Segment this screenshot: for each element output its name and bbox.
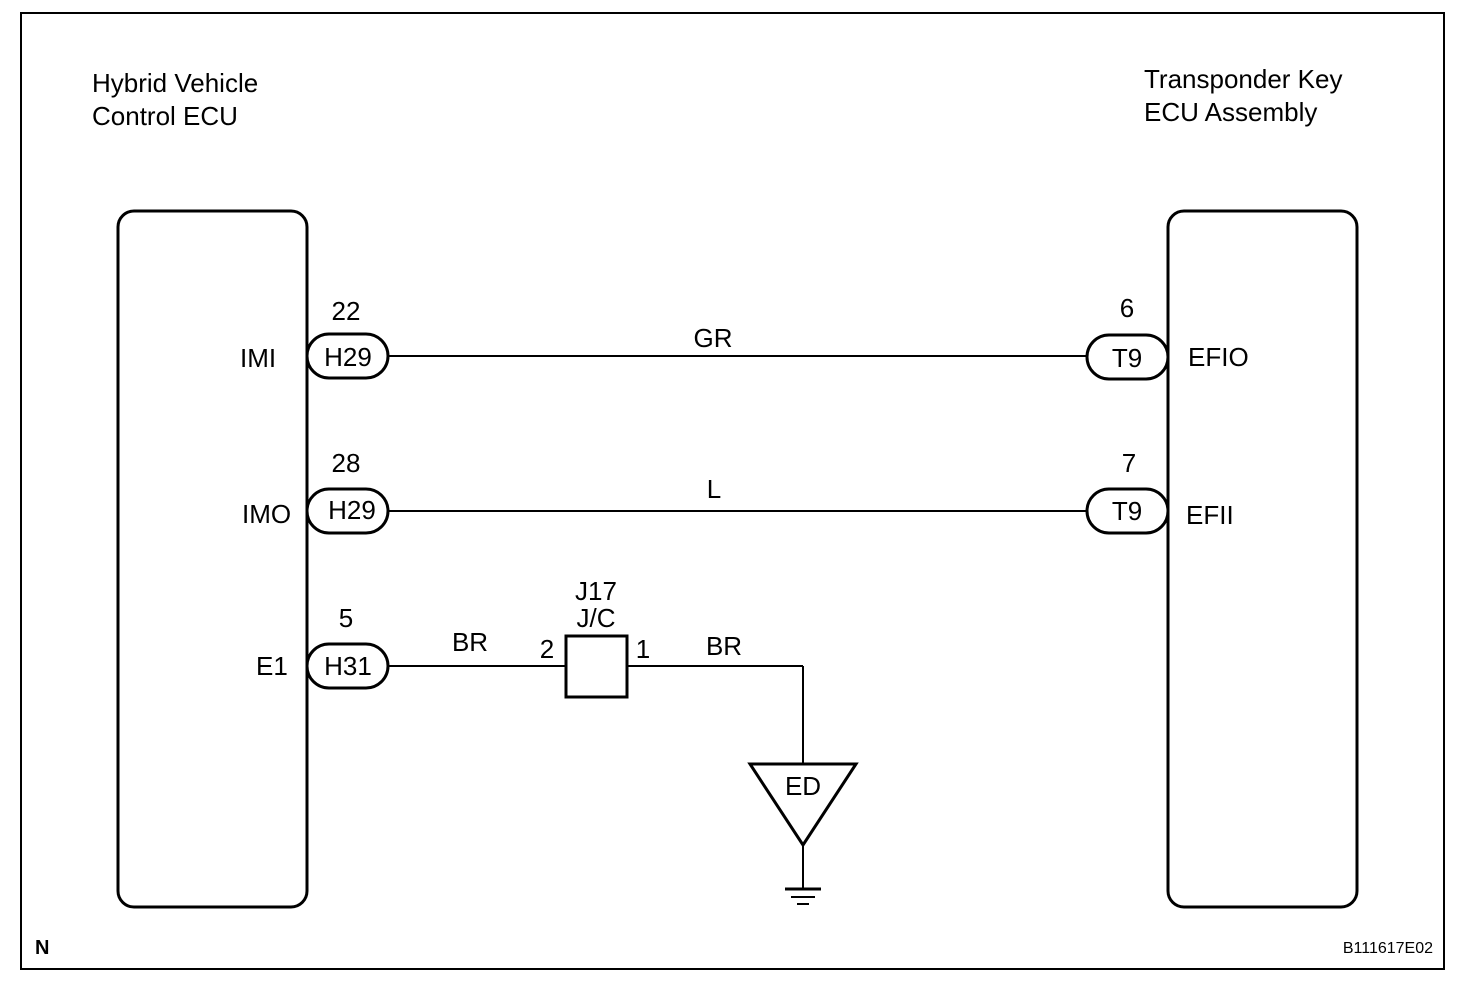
wire-br-right-color-label: BR (706, 631, 742, 661)
left-ecu-title-line2: Control ECU (92, 101, 238, 131)
right-ecu-title-line2: ECU Assembly (1144, 97, 1317, 127)
connector-t9-efii (1085, 487, 1170, 535)
junction-type-label: J/C (577, 603, 616, 633)
junction-id-label: J17 (575, 576, 617, 606)
right-ecu-title-line1: Transponder Key (1144, 64, 1342, 94)
terminal-efii-label: EFII (1186, 500, 1234, 530)
left-ecu-title-line1: Hybrid Vehicle (92, 68, 258, 98)
connector-t9-efio-label: T9 (1112, 343, 1142, 373)
terminal-e1-label: E1 (256, 651, 288, 681)
pin-7-label: 7 (1122, 448, 1136, 478)
junction-pin-1-label: 1 (636, 634, 650, 664)
connector-h29-imo-label: H29 (328, 495, 376, 525)
pin-28-label: 28 (332, 448, 361, 478)
pin-5-label: 5 (339, 603, 353, 633)
figure-code: B111617E02 (1343, 940, 1433, 957)
pin-22-label: 22 (332, 296, 361, 326)
diagram-frame (20, 12, 1445, 970)
junction-pin-2-label: 2 (540, 634, 554, 664)
ground-symbol-icon (785, 887, 821, 905)
connector-h29-imi-label: H29 (324, 342, 372, 372)
terminal-imi-label: IMI (240, 343, 276, 373)
connector-t9-efio (1085, 333, 1170, 381)
corner-mark: N (35, 937, 49, 959)
wire-l-color-label: L (707, 474, 721, 504)
connector-t9-efii-label: T9 (1112, 496, 1142, 526)
right-ecu-box (1166, 209, 1359, 909)
junction-connector-j17 (564, 634, 629, 699)
terminal-efio-label: EFIO (1188, 342, 1249, 372)
ground-point-triangle (747, 762, 859, 848)
terminal-imo-label: IMO (242, 499, 291, 529)
ground-point-label: ED (785, 771, 821, 801)
wire-gr-color-label: GR (694, 323, 733, 353)
pin-6-label: 6 (1120, 293, 1134, 323)
left-ecu-box (116, 209, 309, 909)
wire-br-left-color-label: BR (452, 627, 488, 657)
connector-h31-e1-label: H31 (324, 651, 372, 681)
